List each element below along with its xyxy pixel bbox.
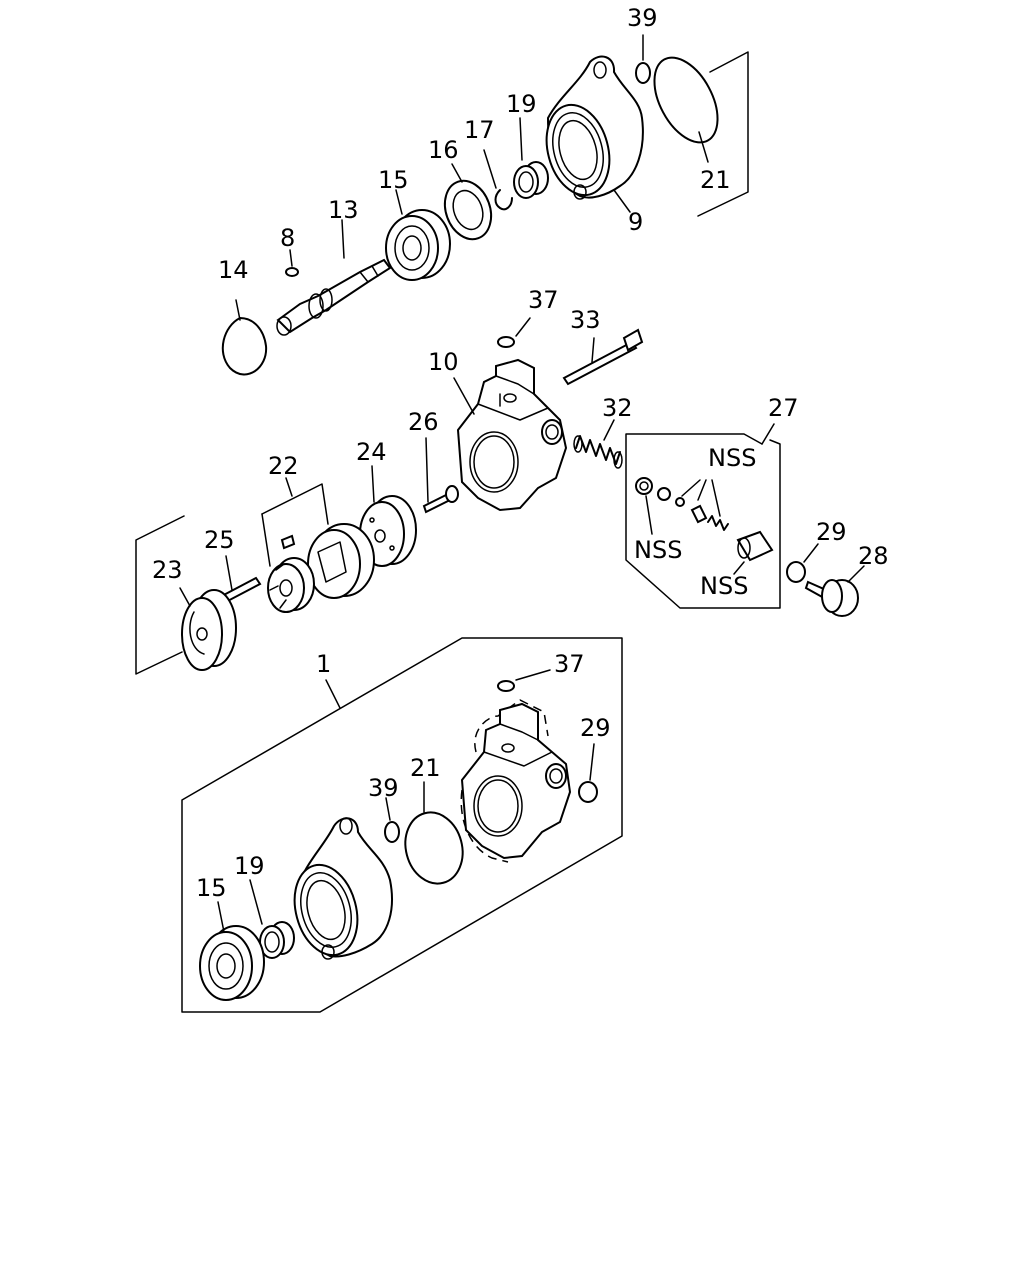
callout-37-bottom: 37 <box>554 650 585 678</box>
callout-39-bottom: 39 <box>368 774 399 802</box>
callout-22: 22 <box>268 452 299 480</box>
small-o-ring-icon <box>635 34 651 84</box>
callout-14: 14 <box>218 256 249 284</box>
callout-13: 13 <box>328 196 359 224</box>
bracket-line-left <box>135 515 185 675</box>
callout-nss-bottom: NSS <box>700 572 748 600</box>
callout-9: 9 <box>628 208 643 236</box>
o-ring-icon <box>786 543 819 583</box>
callout-1: 1 <box>316 650 331 678</box>
relief-valve-group-box <box>625 423 781 609</box>
relief-valve-parts-icon <box>635 477 774 575</box>
callout-8: 8 <box>280 224 295 252</box>
ball-bearing-icon <box>199 901 265 1001</box>
ball-bearing-icon <box>385 189 451 281</box>
o-ring-icon <box>578 743 598 803</box>
callout-16: 16 <box>428 136 459 164</box>
callout-17: 17 <box>464 116 495 144</box>
pump-housing-icon <box>460 699 572 863</box>
small-o-ring-icon <box>497 669 551 692</box>
rotor-icon <box>267 557 315 613</box>
small-o-ring-icon <box>497 317 531 348</box>
shaft-key-icon <box>285 249 299 277</box>
rear-plate-icon <box>179 587 237 671</box>
callout-29-bottom: 29 <box>580 714 611 742</box>
callout-nss-top: NSS <box>708 444 756 472</box>
callout-28: 28 <box>858 542 889 570</box>
callout-21-bottom: 21 <box>410 754 441 782</box>
o-ring-icon <box>653 56 719 163</box>
pump-cover-icon <box>545 55 644 213</box>
pump-cover-icon <box>293 817 393 960</box>
callout-21-top: 21 <box>700 166 731 194</box>
o-ring-icon <box>404 781 464 885</box>
callout-10: 10 <box>428 348 459 376</box>
callout-nss-left: NSS <box>634 536 682 564</box>
bracket-line-top <box>697 51 749 217</box>
assembly-box <box>181 637 623 1013</box>
callout-26: 26 <box>408 408 439 436</box>
pump-housing-icon <box>453 358 568 512</box>
callout-23: 23 <box>152 556 183 584</box>
callout-15-top: 15 <box>378 166 409 194</box>
cam-ring-icon <box>307 523 375 599</box>
pump-shaft-icon <box>276 219 392 336</box>
plug-icon <box>804 565 865 617</box>
bolt-icon <box>562 328 644 386</box>
callout-15-bottom: 15 <box>196 874 227 902</box>
callout-33: 33 <box>570 306 601 334</box>
bolt-icon <box>422 437 459 514</box>
retaining-ring-icon <box>221 299 268 376</box>
vane-icon <box>280 534 296 550</box>
callout-27: 27 <box>768 394 799 422</box>
small-o-ring-icon <box>384 797 400 843</box>
callout-29-mid: 29 <box>816 518 847 546</box>
bushing-icon <box>249 879 295 959</box>
spring-icon <box>573 419 623 469</box>
callout-19-top: 19 <box>506 90 537 118</box>
callout-24: 24 <box>356 438 387 466</box>
callout-19-bottom: 19 <box>234 852 265 880</box>
callout-25: 25 <box>204 526 235 554</box>
washer-icon <box>443 163 493 241</box>
callout-37-mid: 37 <box>528 286 559 314</box>
callout-39-top: 39 <box>627 4 658 32</box>
cartridge-group-bracket <box>261 477 329 567</box>
callout-32: 32 <box>602 394 633 422</box>
bushing-icon <box>513 117 549 199</box>
snap-ring-icon <box>483 149 513 211</box>
